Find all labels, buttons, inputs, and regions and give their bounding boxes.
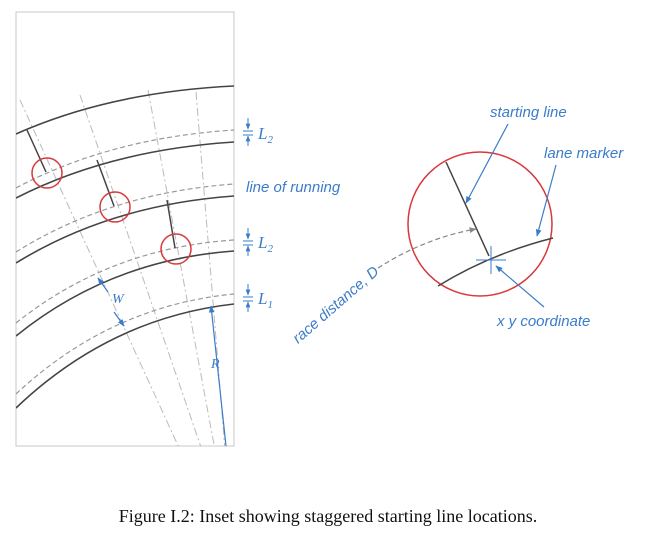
radius-line	[208, 305, 227, 446]
radial-line	[147, 89, 215, 446]
lane-marker-label: lane marker	[544, 145, 624, 162]
l2-mid-label: L2	[257, 233, 273, 255]
race-distance-path	[377, 227, 477, 269]
l2-top-label: L2	[257, 124, 273, 146]
starting-line-pointer	[465, 123, 509, 204]
w-arrow-down	[113, 311, 125, 327]
lane-marker-pointer	[535, 164, 557, 237]
figure-caption: Figure I.2: Inset showing staggered star…	[118, 506, 538, 526]
lane-boundary	[16, 303, 234, 409]
w-label: W	[112, 292, 125, 307]
inset-lane-marker	[437, 237, 554, 287]
running-line	[16, 183, 234, 253]
lane-boundary	[16, 85, 234, 135]
running-line	[16, 129, 234, 189]
radial-line	[79, 94, 202, 446]
start-highlight-circle	[31, 157, 63, 189]
line-of-running-label: line of running	[246, 179, 341, 196]
start-highlight-circle	[99, 191, 131, 223]
r-label: R	[210, 357, 220, 372]
xy-coordinate-label: x y coordinate	[496, 313, 590, 330]
lane-boundary	[16, 141, 234, 199]
running-line	[16, 293, 234, 395]
starting-line-segment	[96, 159, 115, 207]
running-line	[16, 239, 234, 324]
starting-line-segment	[166, 199, 176, 249]
xy-coordinate-pointer	[495, 265, 545, 308]
starting-line-label: starting line	[490, 104, 567, 121]
l1-label: L1	[257, 289, 273, 311]
race-distance-label: race distance, D	[289, 263, 382, 347]
starting-line-segment	[26, 129, 47, 173]
lane-boundary	[16, 195, 234, 264]
start-highlight-circle	[160, 233, 192, 265]
inset-starting-line	[445, 161, 490, 257]
track-panel-frame	[15, 11, 235, 447]
lane-boundary	[16, 250, 234, 337]
inset-circle	[407, 151, 553, 297]
w-arrow-up	[97, 277, 109, 293]
